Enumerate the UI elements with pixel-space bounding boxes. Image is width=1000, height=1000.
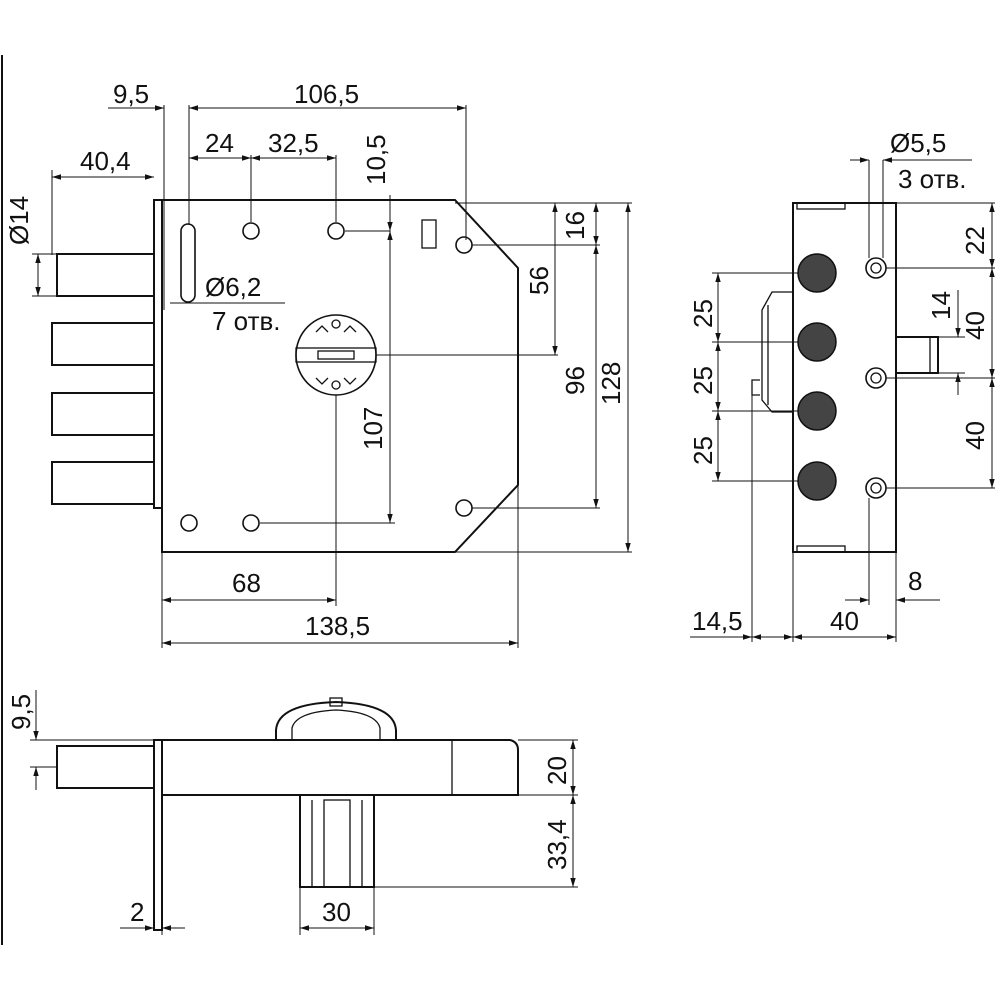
front-hole bbox=[242, 514, 260, 532]
dim-14-side: 14 bbox=[926, 291, 956, 320]
dim-3-holes: 3 отв. bbox=[898, 164, 967, 194]
side-bolt-head bbox=[797, 391, 837, 431]
bottom-faceplate bbox=[153, 739, 163, 931]
front-bolt-1 bbox=[51, 322, 155, 366]
dim-8: 8 bbox=[908, 566, 922, 596]
front-hole bbox=[455, 236, 473, 254]
side-screw-hole bbox=[865, 367, 887, 389]
dim-25-a: 25 bbox=[688, 299, 718, 328]
dim-30: 30 bbox=[322, 897, 351, 927]
dim-9-5-bottom: 9,5 bbox=[6, 694, 36, 730]
dim-9-5-top: 9,5 bbox=[113, 79, 149, 109]
dim-20: 20 bbox=[542, 756, 572, 785]
dim-22: 22 bbox=[960, 226, 990, 255]
dim-138-5: 138,5 bbox=[305, 611, 370, 641]
dim-40-upper: 40 bbox=[960, 311, 990, 340]
side-dimension-lines bbox=[690, 157, 995, 642]
front-slot bbox=[421, 219, 437, 249]
dim-32-5: 32,5 bbox=[268, 128, 319, 158]
front-cylinder-keyhole bbox=[295, 314, 377, 396]
bottom-cylinder-cap bbox=[275, 700, 397, 741]
dim-10-5: 10,5 bbox=[361, 134, 391, 185]
dim-40-bottom: 40 bbox=[830, 606, 859, 636]
front-hole bbox=[180, 514, 198, 532]
bottom-lock-body bbox=[153, 739, 519, 796]
side-cylinder bbox=[751, 291, 793, 413]
dim-68: 68 bbox=[232, 568, 261, 598]
dim-2: 2 bbox=[130, 897, 144, 927]
dim-25-b: 25 bbox=[688, 366, 718, 395]
dim-dia-5-5: Ø5,5 bbox=[890, 128, 946, 158]
dim-7-holes: 7 отв. bbox=[212, 306, 281, 336]
side-screw-hole bbox=[865, 257, 887, 279]
front-hole bbox=[455, 499, 473, 517]
side-bolt-head bbox=[797, 461, 837, 501]
side-bolt-head bbox=[797, 322, 837, 362]
side-bolt-head bbox=[797, 253, 837, 293]
dim-107: 107 bbox=[358, 407, 388, 450]
front-view: 9,5 106,5 40,4 24 32,5 10,5 Ø14 Ø6,2 7 о… bbox=[4, 79, 632, 648]
bottom-view: 9,5 20 33,4 2 30 bbox=[6, 690, 578, 935]
dim-dia-14: Ø14 bbox=[4, 196, 34, 245]
side-view: Ø5,5 3 отв. 22 14 40 40 25 25 25 8 14,5 … bbox=[688, 128, 995, 642]
dim-24: 24 bbox=[205, 128, 234, 158]
dim-40-lower: 40 bbox=[960, 421, 990, 450]
dim-25-c: 25 bbox=[688, 436, 718, 465]
front-bolt-2 bbox=[51, 392, 155, 436]
dim-56: 56 bbox=[524, 266, 554, 295]
front-hole bbox=[327, 222, 345, 240]
front-bolt-3 bbox=[51, 461, 155, 505]
side-latch bbox=[895, 336, 939, 374]
dim-40-4: 40,4 bbox=[80, 146, 131, 176]
front-hole bbox=[242, 222, 260, 240]
bottom-bolt bbox=[56, 745, 155, 789]
bottom-latch bbox=[299, 794, 375, 888]
dim-dia-6-2: Ø6,2 bbox=[205, 272, 261, 302]
front-hole-slotted bbox=[180, 223, 196, 303]
front-faceplate bbox=[153, 199, 163, 509]
dim-16: 16 bbox=[560, 211, 590, 240]
dim-106-5: 106,5 bbox=[294, 79, 359, 109]
dim-33-4: 33,4 bbox=[542, 819, 572, 870]
front-bolt-top bbox=[56, 253, 155, 297]
front-dimension-lines bbox=[32, 105, 632, 648]
bottom-dimension-lines bbox=[30, 690, 578, 935]
dim-128: 128 bbox=[596, 362, 626, 405]
side-screw-hole bbox=[865, 477, 887, 499]
dim-96: 96 bbox=[560, 366, 590, 395]
dim-14-5: 14,5 bbox=[692, 606, 743, 636]
